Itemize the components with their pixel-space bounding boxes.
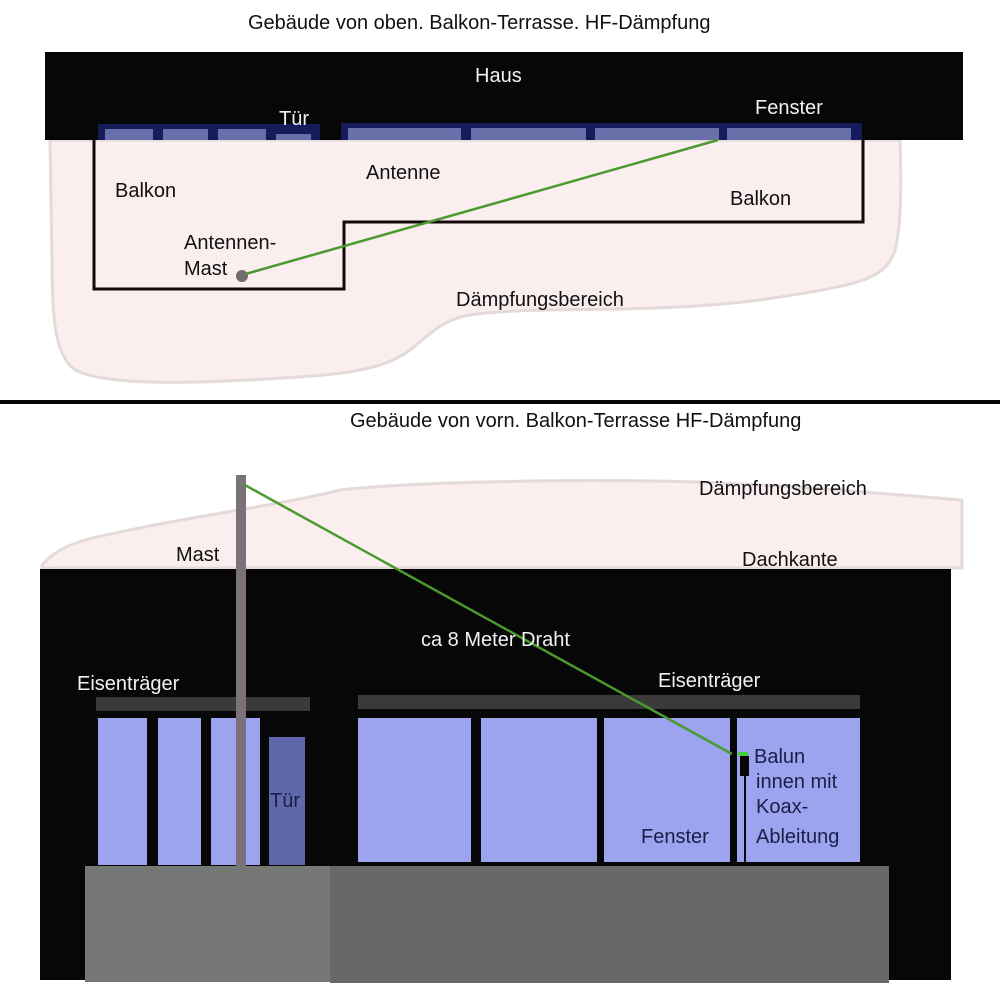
top-damping-area (48, 138, 903, 384)
label-mast-line1: Antennen- (184, 232, 276, 254)
top-window-pane (471, 128, 586, 140)
top-antenna-wire (241, 138, 719, 277)
front-damping-area (40, 479, 964, 570)
front-window-pane (98, 718, 147, 865)
front-window-pane (211, 718, 260, 865)
top-balcony-outline (92, 140, 865, 291)
label-balun-line2: innen mit (756, 771, 838, 793)
front-window-pane (481, 718, 597, 862)
label-mast: Mast (176, 544, 220, 566)
top-window-pane (595, 128, 719, 140)
iron-beam-right (358, 695, 860, 709)
label-wire: ca 8 Meter Draht (421, 629, 570, 651)
label-house: Haus (475, 65, 522, 87)
label-damping-area-front: Dämpfungsbereich (699, 478, 867, 500)
top-window-pane (218, 129, 266, 140)
top-window-pane (163, 129, 208, 140)
front-window-pane (358, 718, 471, 862)
top-view-title: Gebäude von oben. Balkon-Terrasse. HF-Dä… (248, 12, 710, 34)
label-iron-beam-left: Eisenträger (77, 673, 180, 695)
section-divider (0, 400, 1000, 404)
label-mast-line2: Mast (184, 258, 228, 280)
top-window-pane (727, 128, 851, 140)
front-view: Gebäude von vorn. Balkon-Terrasse HF-Däm… (40, 410, 964, 983)
label-balcony-left: Balkon (115, 180, 176, 202)
label-antenna: Antenne (366, 162, 441, 184)
iron-beam-left (96, 697, 310, 711)
front-view-title: Gebäude von vorn. Balkon-Terrasse HF-Däm… (350, 410, 801, 432)
top-mast-marker (236, 270, 248, 282)
top-window-pane (105, 129, 153, 140)
label-window-front: Fenster (641, 826, 709, 848)
front-door (269, 737, 305, 865)
label-iron-beam-right: Eisenträger (658, 670, 761, 692)
label-window: Fenster (755, 97, 823, 119)
top-view: Gebäude von oben. Balkon-Terrasse. HF-Dä… (45, 12, 963, 384)
top-door-pane (276, 134, 311, 140)
label-door-front: Tür (270, 790, 300, 812)
terrace-floor-left (85, 866, 330, 982)
label-damping-area-top: Dämpfungsbereich (456, 289, 624, 311)
label-balun-line4: Ableitung (756, 826, 839, 848)
label-balun-line3: Koax- (756, 796, 808, 818)
balun-box (740, 756, 749, 776)
front-mast (236, 475, 246, 866)
front-antenna-wire (242, 482, 733, 756)
front-window-pane (158, 718, 201, 865)
label-balcony-right: Balkon (730, 188, 791, 210)
top-window-pane (348, 128, 461, 140)
label-door: Tür (279, 108, 309, 130)
label-roof-edge: Dachkante (742, 549, 838, 571)
front-window-pane (737, 718, 860, 862)
balun-connector (738, 752, 748, 756)
terrace-floor-right (330, 866, 889, 983)
label-balun-line1: Balun (754, 746, 805, 768)
